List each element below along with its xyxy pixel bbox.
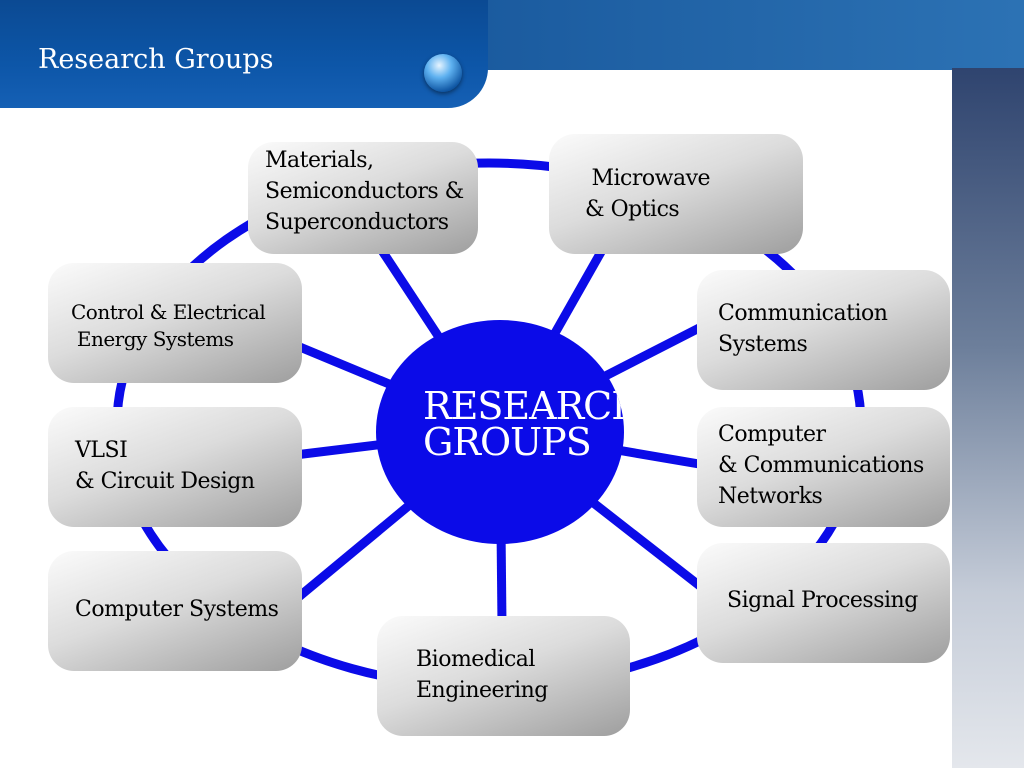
group-box-materials: Materials, Semiconductors & Superconduct… [248, 142, 478, 254]
side-panel [952, 68, 1024, 768]
group-box-computer-systems: Computer Systems [48, 551, 302, 671]
group-box-control: Control & Electrical Energy Systems [48, 263, 302, 383]
group-label-vlsi: VLSI & Circuit Design [75, 438, 255, 494]
group-box-computer-networks: Computer & Communications Networks [697, 407, 950, 527]
hub-circle: RESEARCH GROUPS [376, 320, 624, 544]
group-box-biomedical: Biomedical Engineering [377, 616, 630, 736]
group-box-vlsi: VLSI & Circuit Design [48, 407, 302, 527]
slide-title: Research Groups [38, 44, 274, 75]
hub-label: RESEARCH GROUPS [423, 384, 624, 464]
group-label-communication: Communication Systems [718, 301, 888, 357]
group-label-control: Control & Electrical Energy Systems [71, 300, 266, 351]
orb-ornament [424, 54, 462, 92]
header-tab [0, 0, 488, 108]
group-label-biomedical: Biomedical Engineering [416, 647, 548, 703]
group-box-signal: Signal Processing [697, 543, 950, 663]
group-box-microwave: Microwave & Optics [549, 134, 803, 254]
group-label-microwave: Microwave & Optics [585, 166, 711, 222]
group-box-communication: Communication Systems [697, 270, 950, 390]
group-label-materials: Materials, Semiconductors & Superconduct… [265, 148, 464, 235]
group-label-computer-systems: Computer Systems [75, 597, 279, 622]
group-label-signal: Signal Processing [727, 588, 918, 613]
group-label-computer-networks: Computer & Communications Networks [718, 422, 924, 509]
